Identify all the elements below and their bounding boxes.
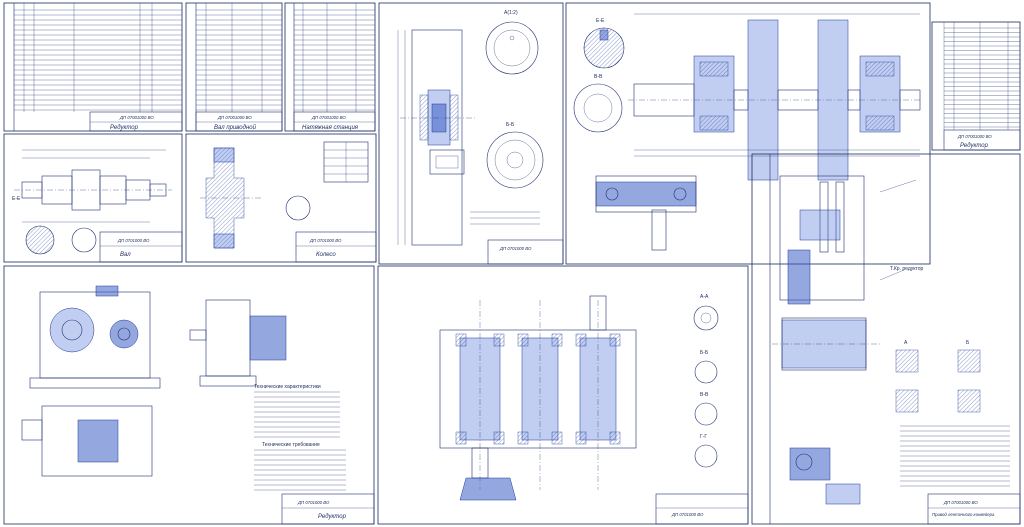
shaft-sheet: Е-Е ДП 0701000 ВО Вал	[3, 133, 183, 263]
section-ee-label: Е-Е	[596, 18, 605, 24]
section-vv-label: В-В	[700, 392, 709, 398]
spec4-code: ДП 07001000 ВО	[957, 134, 992, 139]
section-bb-label: В-В	[594, 74, 603, 80]
pulley-sheet: А(1:2) Б-Б ДП 0701000 ВО	[378, 2, 564, 265]
drive-view-b-label: Б	[966, 340, 970, 346]
pulley-view-label: А(1:2)	[504, 10, 518, 16]
shaft-section-label: Е-Е	[12, 196, 21, 202]
spec1-title: Редуктор	[110, 125, 139, 131]
assembly-sheet: Е-Е В-В	[565, 2, 931, 265]
tech-characteristics-heading: Технические характеристики	[254, 384, 321, 390]
shaft-code: ДП 0701000 ВО	[117, 238, 150, 243]
spec1-code: ДП 07001000 ВО	[119, 115, 154, 120]
spec-sheet-1: ДП 07001000 ВО Редуктор	[3, 2, 183, 132]
section-aa-label: А-А	[700, 294, 709, 300]
spec4-title: Редуктор	[960, 143, 989, 149]
spec-sheet-3: ДП 07001000 ВО Натяжная станция	[284, 2, 376, 132]
drive-code: ДП 07001000 ВО	[943, 500, 978, 505]
section-bb2-label: Б-Б	[700, 350, 709, 356]
spec3-title: Натяжная станция	[302, 125, 359, 131]
reducer-section-code: ДП 0701000 ВО	[671, 512, 704, 517]
reducer-views-sheet: Технические характеристики Технические т…	[3, 265, 375, 525]
drive-reducer-note: Т.Кр. редуктор	[890, 266, 923, 272]
reducer-views-title: Редуктор	[318, 514, 347, 520]
gear-sheet: ДП 0701000 ВО Колесо	[185, 133, 377, 263]
pulley-code: ДП 0701000 ВО	[499, 246, 532, 251]
section-gg-label: Г-Г	[700, 434, 707, 440]
tech-requirements-heading: Технические требования	[262, 442, 320, 448]
reducer-views-code: ДП 0701000 ВО	[297, 500, 330, 505]
shaft-title: Вал	[120, 252, 131, 258]
spec-sheet-2: ДП 07001000 ВО Вал приводной	[185, 2, 283, 132]
drive-view-a-label: А	[904, 340, 908, 346]
spec2-title: Вал приводной	[214, 124, 257, 131]
drive-sheet: Т.Кр. редуктор А Б ДП 07001000 ВО Привод…	[751, 153, 1021, 525]
pulley-section-label: Б-Б	[506, 122, 515, 128]
spec-sheet-4: ДП 07001000 ВО Редуктор	[931, 21, 1021, 151]
gear-code: ДП 0701000 ВО	[309, 238, 342, 243]
gear-title: Колесо	[316, 252, 336, 258]
reducer-section-sheet: А-А Б-Б В-В Г-Г ДП 0701000 ВО	[377, 265, 749, 525]
spec2-code: ДП 07001000 ВО	[217, 115, 252, 120]
drive-title: Привод ленточного конвейера	[932, 512, 995, 517]
spec3-code: ДП 07001000 ВО	[311, 115, 346, 120]
